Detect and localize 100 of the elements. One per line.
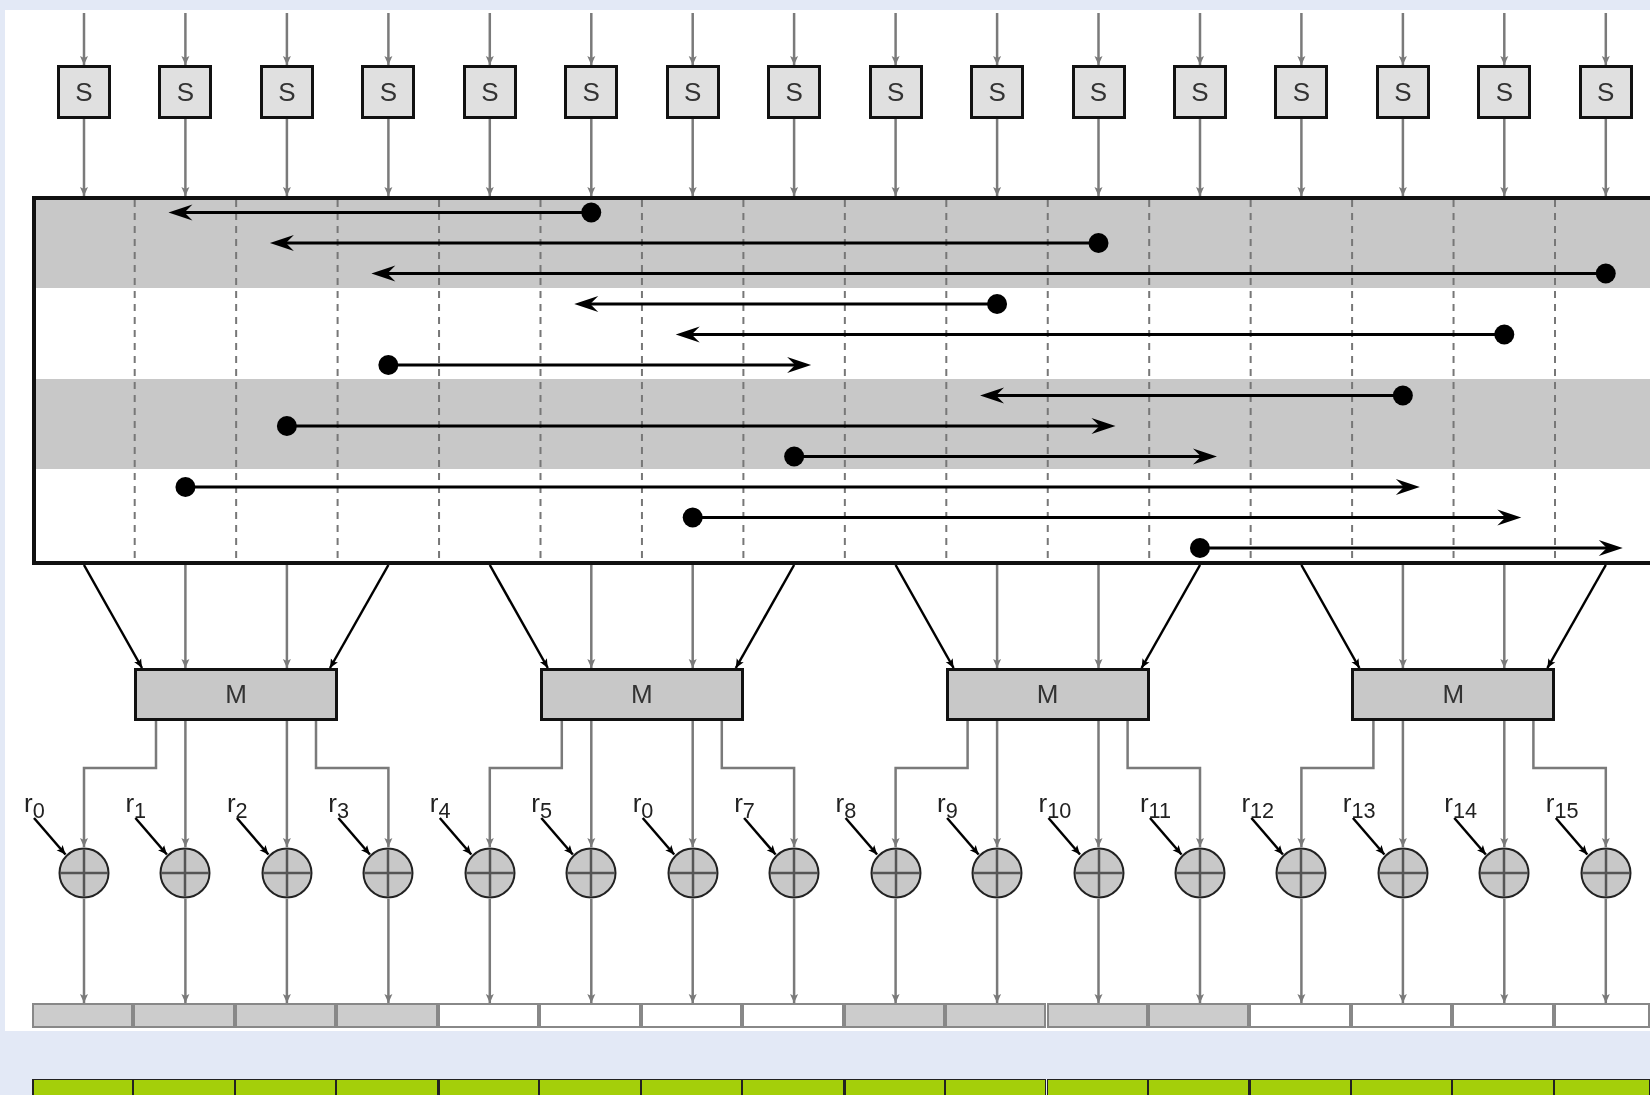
leader-arrow bbox=[33, 817, 67, 856]
s-box: S bbox=[868, 65, 923, 119]
s-box: S bbox=[1172, 65, 1227, 119]
arrow bbox=[80, 899, 88, 1003]
leader-arrow bbox=[946, 817, 980, 856]
s-box: S bbox=[970, 65, 1025, 119]
xor-symbol bbox=[58, 847, 110, 899]
round-key-label: r$_{10}$ bbox=[1038, 790, 1072, 820]
arrow bbox=[993, 899, 1002, 1003]
arrow bbox=[485, 119, 494, 196]
round-key-label: r$_{9}$ bbox=[937, 790, 958, 820]
arrow bbox=[282, 565, 291, 668]
arrow bbox=[1398, 119, 1407, 196]
leader-arrow bbox=[337, 817, 371, 856]
s-box: S bbox=[1071, 65, 1126, 119]
leader-arrow bbox=[235, 817, 270, 856]
arrow bbox=[1094, 13, 1103, 65]
round-key-label: r$_{15}$ bbox=[1545, 790, 1579, 820]
arrow bbox=[80, 119, 88, 196]
permutation-box bbox=[32, 196, 1650, 565]
arrow bbox=[891, 899, 900, 1003]
register-cell bbox=[234, 1003, 337, 1028]
xor-symbol bbox=[1275, 847, 1328, 899]
arrow bbox=[384, 119, 393, 196]
xor-symbol bbox=[1173, 847, 1226, 899]
arrow bbox=[1094, 119, 1103, 196]
register-cell bbox=[539, 1003, 641, 1028]
s-box: S bbox=[1274, 65, 1329, 119]
arrow bbox=[181, 899, 190, 1003]
arrow bbox=[720, 721, 799, 847]
arrow bbox=[488, 564, 549, 669]
arrow bbox=[1094, 565, 1103, 668]
arrow bbox=[587, 119, 596, 196]
arrow bbox=[891, 119, 900, 196]
arrow bbox=[485, 721, 564, 847]
arrow bbox=[1500, 13, 1509, 65]
arrow bbox=[1300, 564, 1361, 669]
round-key-label: r$_{12}$ bbox=[1241, 790, 1275, 820]
arrow bbox=[1500, 565, 1509, 668]
arrow bbox=[1297, 899, 1306, 1003]
arrow bbox=[894, 564, 955, 669]
round-key-label: r$_{11}$ bbox=[1139, 790, 1172, 820]
round-key-label: r$_{1}$ bbox=[125, 790, 147, 820]
arrow bbox=[993, 721, 1002, 847]
arrow bbox=[587, 721, 596, 847]
round-key-label: r$_{13}$ bbox=[1342, 790, 1376, 820]
s-box: S bbox=[462, 65, 517, 119]
leader-arrow bbox=[540, 817, 574, 856]
arrow bbox=[790, 899, 799, 1003]
arrow bbox=[314, 721, 393, 847]
arrow bbox=[1398, 899, 1407, 1003]
xor-symbol bbox=[869, 847, 922, 899]
register-cell bbox=[1147, 1003, 1250, 1028]
arrow bbox=[282, 899, 291, 1003]
leader-arrow bbox=[743, 817, 777, 856]
arrow bbox=[1500, 119, 1509, 196]
mix-box: M bbox=[945, 668, 1150, 721]
arrow bbox=[891, 721, 969, 847]
round-key-label: r$_{4}$ bbox=[429, 790, 451, 820]
arrow bbox=[993, 13, 1002, 65]
register-cell bbox=[1553, 1003, 1650, 1028]
register-cell bbox=[1046, 1003, 1148, 1028]
register-cell bbox=[742, 1003, 844, 1028]
register-cell bbox=[336, 1003, 438, 1028]
s-box: S bbox=[767, 65, 822, 119]
arrow bbox=[181, 565, 190, 668]
arrow bbox=[1546, 564, 1607, 669]
arrow bbox=[1094, 721, 1103, 847]
arrow bbox=[993, 119, 1002, 196]
arrow bbox=[688, 565, 697, 668]
round-key-label: r$_{7}$ bbox=[734, 790, 755, 820]
xor-symbol bbox=[260, 847, 313, 899]
arrow bbox=[1398, 13, 1407, 65]
register-cell bbox=[945, 1003, 1047, 1028]
arrow bbox=[1601, 119, 1610, 196]
arrow bbox=[181, 13, 190, 65]
round-key-label: r$_{0}$ bbox=[24, 790, 45, 820]
leader-arrow bbox=[1453, 817, 1487, 856]
arrow bbox=[1094, 899, 1103, 1003]
register-cell bbox=[133, 1003, 235, 1028]
s-box: S bbox=[1477, 65, 1532, 119]
round-key-label: r$_{14}$ bbox=[1444, 790, 1478, 820]
register-cell bbox=[437, 1003, 540, 1028]
arrow bbox=[1196, 119, 1204, 196]
xor-symbol bbox=[362, 847, 415, 899]
leader-arrow bbox=[1250, 817, 1284, 856]
register-cell bbox=[640, 1003, 743, 1028]
xor-symbol bbox=[463, 847, 516, 899]
arrow bbox=[328, 564, 390, 669]
arrow bbox=[1601, 13, 1610, 65]
arrow bbox=[688, 13, 697, 65]
s-box: S bbox=[361, 65, 416, 119]
arrow bbox=[688, 721, 697, 847]
register-cell bbox=[843, 1003, 946, 1028]
xor-symbol bbox=[768, 847, 821, 899]
arrow bbox=[384, 899, 393, 1003]
arrow bbox=[1126, 721, 1204, 847]
arrow bbox=[587, 899, 596, 1003]
arrow bbox=[790, 119, 799, 196]
leader-arrow bbox=[1047, 817, 1081, 856]
